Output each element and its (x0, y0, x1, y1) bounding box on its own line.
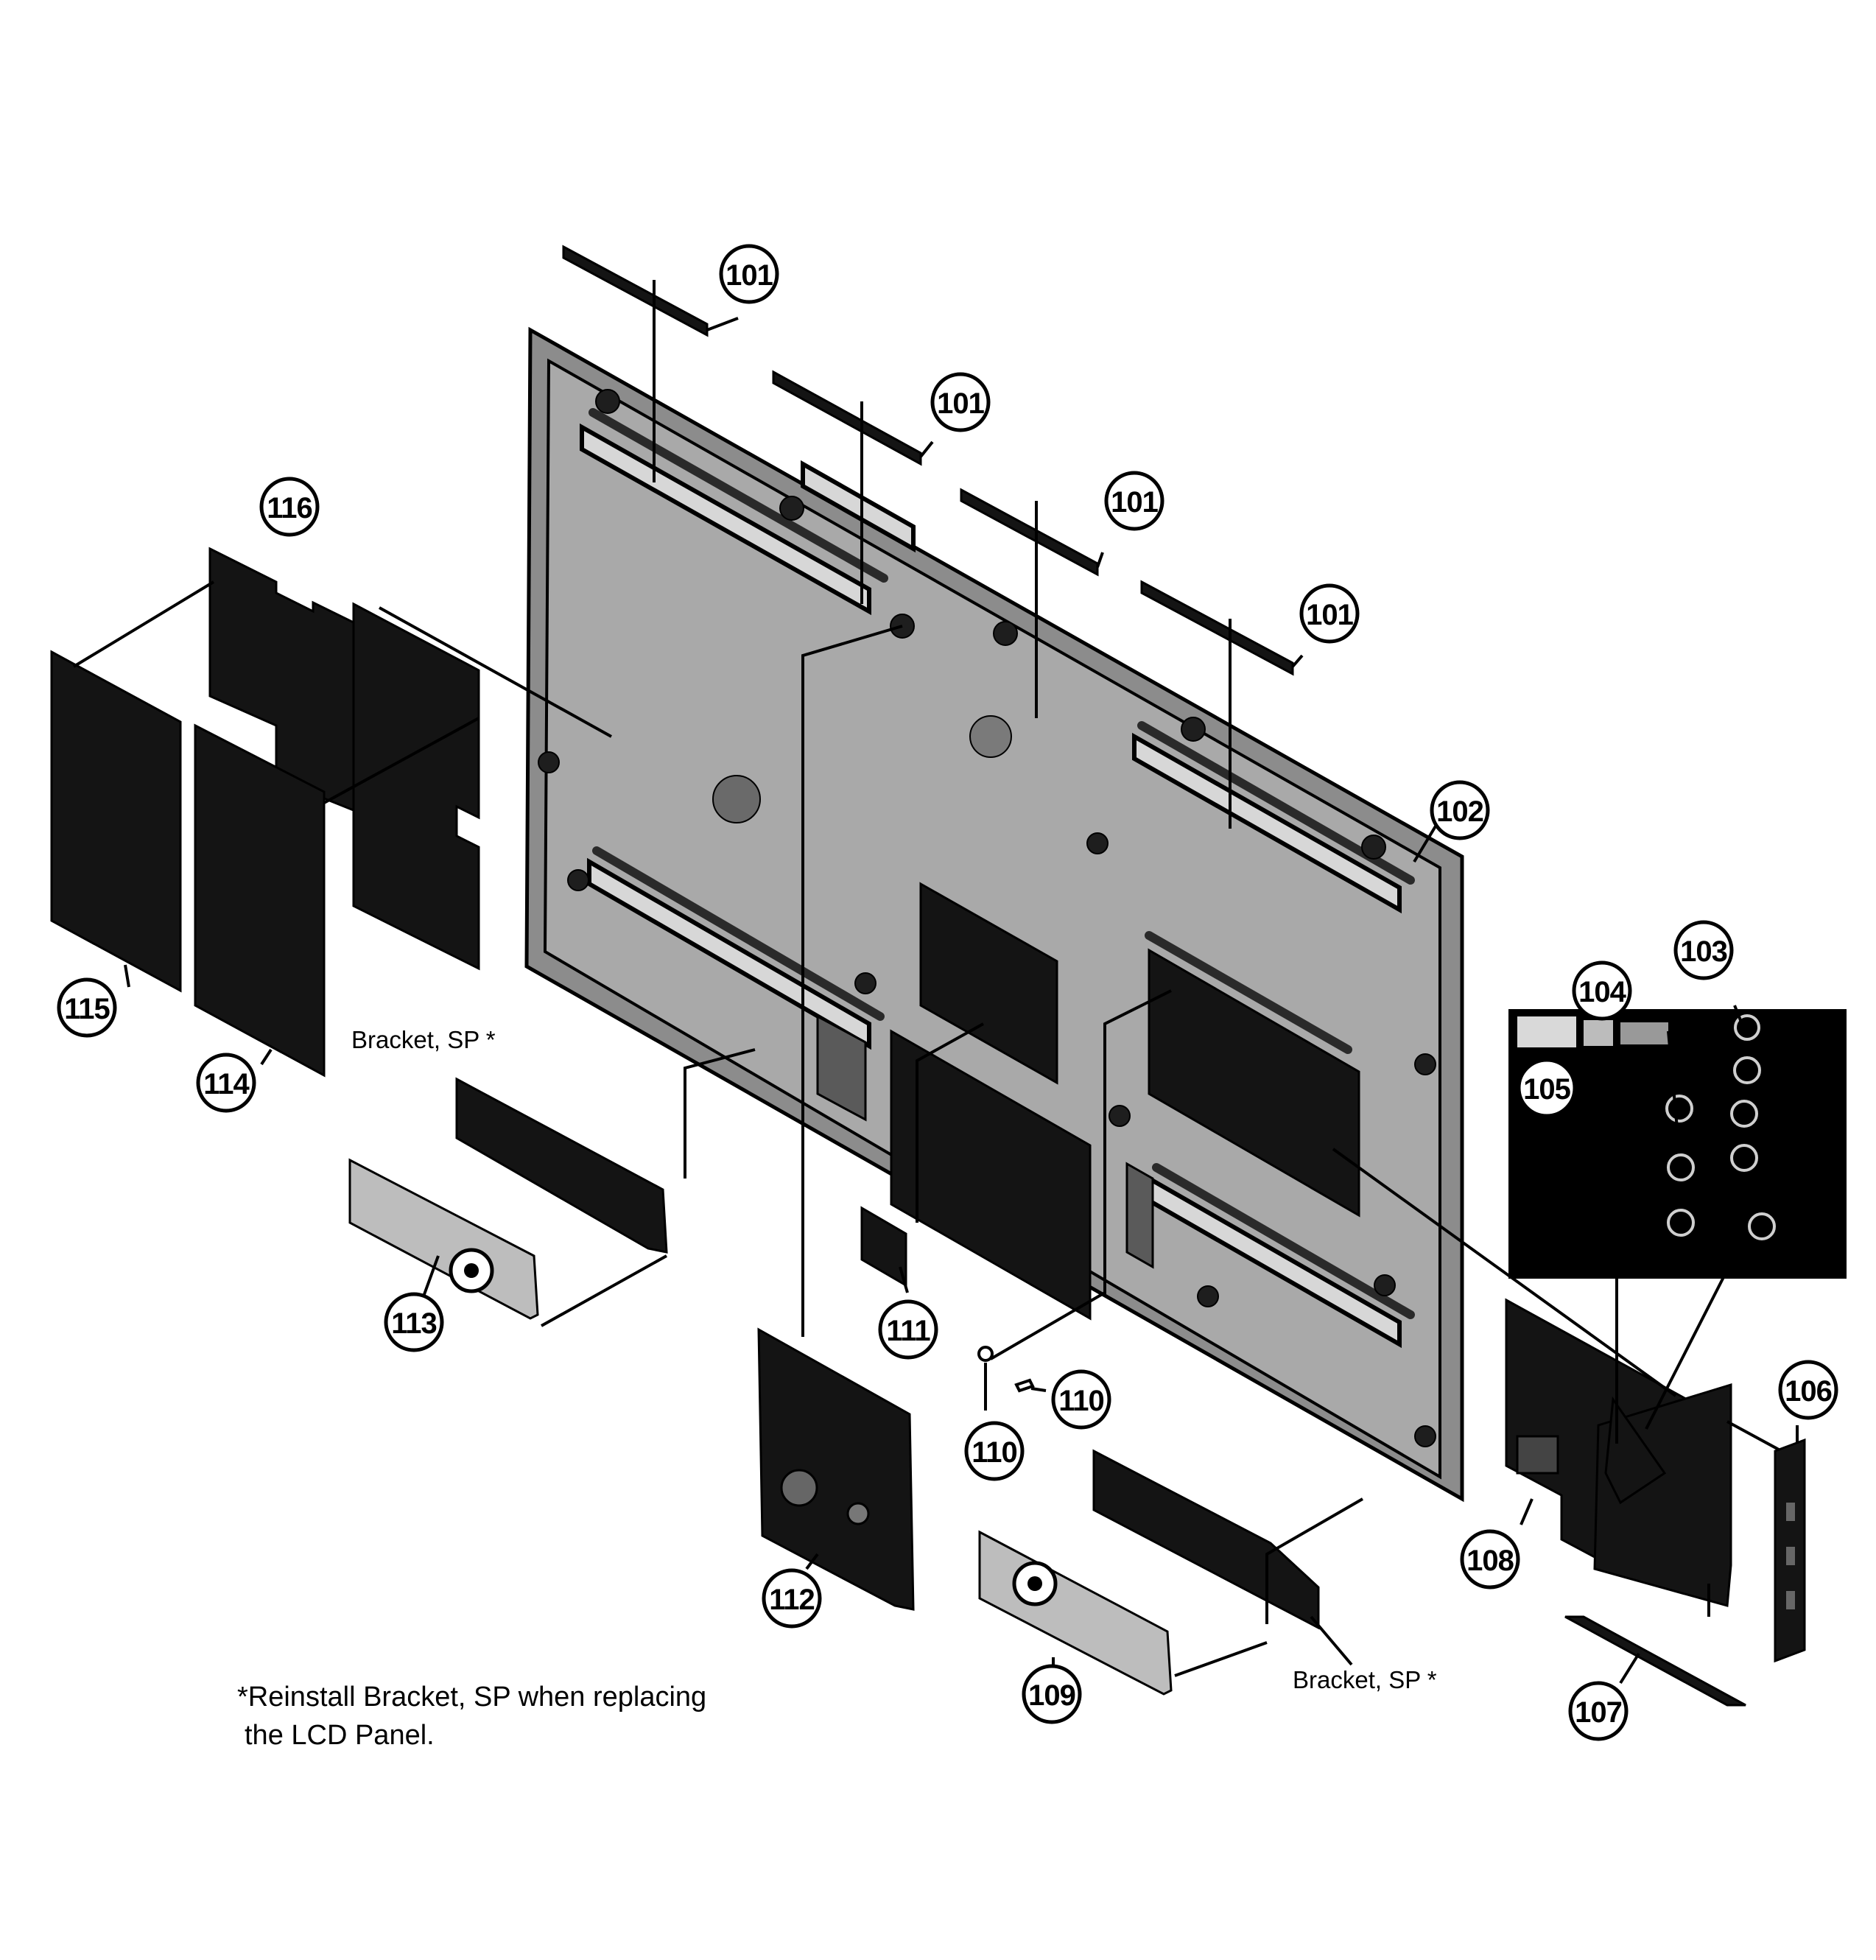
callout-label: 113 (391, 1307, 437, 1340)
callout-116: 116 (259, 477, 320, 537)
strip-101-c (960, 488, 1099, 577)
callout-label: 114 (203, 1068, 250, 1100)
callout-103: 103 (1673, 920, 1734, 980)
callout-101-a: 101 (719, 244, 779, 304)
note-line-1: *Reinstall Bracket, SP when replacing (237, 1682, 707, 1713)
callout-112: 112 (762, 1568, 822, 1629)
callout-101-d: 101 (1299, 583, 1360, 644)
callout-label: 104 (1578, 976, 1626, 1008)
callout-label: 105 (1523, 1073, 1570, 1106)
callout-107: 107 (1568, 1681, 1629, 1741)
callout-label: 101 (1111, 486, 1158, 519)
strip-101-a (562, 245, 709, 337)
callout-label: 109 (1028, 1679, 1075, 1712)
strip-101-d (1140, 580, 1294, 676)
lcd-panel-102 (524, 326, 1464, 1503)
board-112 (757, 1327, 915, 1611)
callout-label: 116 (267, 492, 312, 524)
callout-102: 102 (1430, 780, 1490, 840)
shield-115 (50, 650, 182, 993)
callout-label: 108 (1466, 1545, 1514, 1577)
strip-101-b (772, 370, 922, 466)
board-111 (860, 1206, 907, 1288)
callout-label: 102 (1436, 795, 1483, 828)
callout-106: 106 (1778, 1360, 1838, 1420)
callout-label: 101 (937, 387, 984, 420)
callout-109: 109 (1022, 1664, 1082, 1724)
bracket-sp-label-right: Bracket, SP * (1293, 1666, 1437, 1693)
callout-label: 115 (64, 993, 110, 1025)
callout-101-b: 101 (930, 372, 991, 432)
callout-label: 101 (726, 259, 773, 292)
callout-label: 107 (1575, 1696, 1622, 1729)
callout-101-c: 101 (1104, 471, 1164, 531)
callout-label: 103 (1680, 935, 1727, 968)
leader-lines (72, 280, 1799, 1685)
shield-116 (208, 547, 480, 971)
callout-111: 111 (878, 1299, 938, 1360)
callout-label: 111 (886, 1315, 930, 1347)
bracket-sp-left (455, 1077, 668, 1254)
bracket-sp-right (1092, 1449, 1320, 1630)
board-107 (1564, 1383, 1746, 1707)
callout-105: 105 (1517, 1058, 1577, 1118)
reinstall-note: *Reinstall Bracket, SP when replacing th… (237, 1678, 706, 1754)
callout-114: 114 (196, 1053, 256, 1113)
callout-label: 101 (1306, 599, 1353, 631)
callout-label: 112 (769, 1584, 815, 1616)
callout-115: 115 (57, 977, 117, 1038)
power-board-114 (194, 723, 326, 1078)
bracket-sp-label-left: Bracket, SP * (351, 1026, 496, 1053)
callout-108: 108 (1460, 1529, 1520, 1590)
note-line-2: the LCD Panel. (245, 1720, 435, 1751)
callout-110-a: 110 (1051, 1369, 1111, 1430)
callout-110-b: 110 (964, 1421, 1025, 1481)
clamp-110-b (1014, 1378, 1035, 1393)
speaker-113 (348, 1158, 539, 1320)
callout-113: 113 (384, 1292, 444, 1352)
clamp-110-a (977, 1346, 994, 1362)
callout-104: 104 (1572, 960, 1632, 1021)
speaker-109 (978, 1530, 1173, 1696)
callout-label: 110 (1058, 1385, 1104, 1417)
callout-label: 110 (972, 1436, 1017, 1469)
callout-label: 106 (1785, 1375, 1832, 1408)
board-106 (1774, 1438, 1806, 1663)
